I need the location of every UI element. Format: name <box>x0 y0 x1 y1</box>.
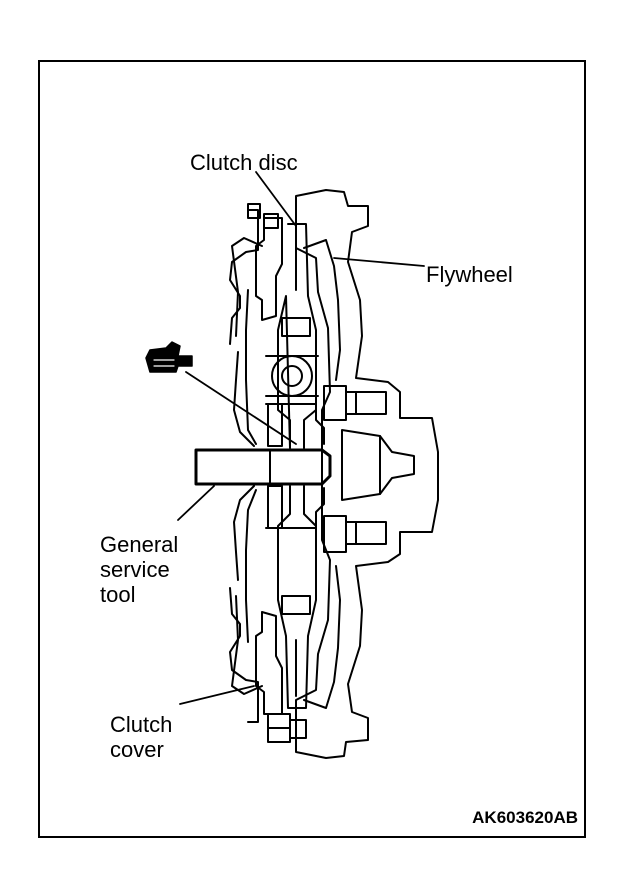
clutch-hub <box>265 403 325 529</box>
leader-clutch-cover <box>179 685 255 705</box>
figure-code: AK603620AB <box>472 808 578 827</box>
flywheel-bolt-lower <box>323 515 387 553</box>
general-service-tool-shaft <box>194 448 332 486</box>
diaphragm-spring-upper <box>245 289 257 445</box>
label-clutch-cover-line-1: Clutch <box>110 712 173 737</box>
flywheel-inner-contour <box>303 239 341 381</box>
clutch-cover-lower <box>229 587 259 723</box>
leader-general-service-tool <box>177 485 215 521</box>
leader-clutch-disc <box>255 171 297 227</box>
pilot-bore <box>341 429 415 501</box>
clutch-disc <box>277 223 317 709</box>
diaphragm-spring-lower <box>245 489 257 643</box>
clutch-cover-upper <box>229 209 259 345</box>
pressure-plate <box>255 217 283 321</box>
leader-flywheel <box>333 257 425 267</box>
cover-bolt-upper <box>247 203 279 229</box>
label-flywheel: Flywheel <box>426 262 513 287</box>
label-clutch-disc: Clutch disc <box>190 150 298 175</box>
flywheel-outline <box>295 189 439 759</box>
label-general-service-tool-line-1: General <box>100 532 179 557</box>
figure-frame <box>38 60 586 838</box>
leader-grease <box>185 371 297 445</box>
label-general-service-tool-line-2: service <box>100 557 170 582</box>
flywheel-inner-contour-lower <box>303 565 341 709</box>
flywheel-bolt-upper <box>323 385 387 421</box>
label-general-service-tool-line-3: tool <box>100 582 136 607</box>
label-clutch-cover-line-2: cover <box>110 737 164 762</box>
grease-gun-icon <box>145 341 193 373</box>
cover-bolt-lower <box>267 713 307 743</box>
